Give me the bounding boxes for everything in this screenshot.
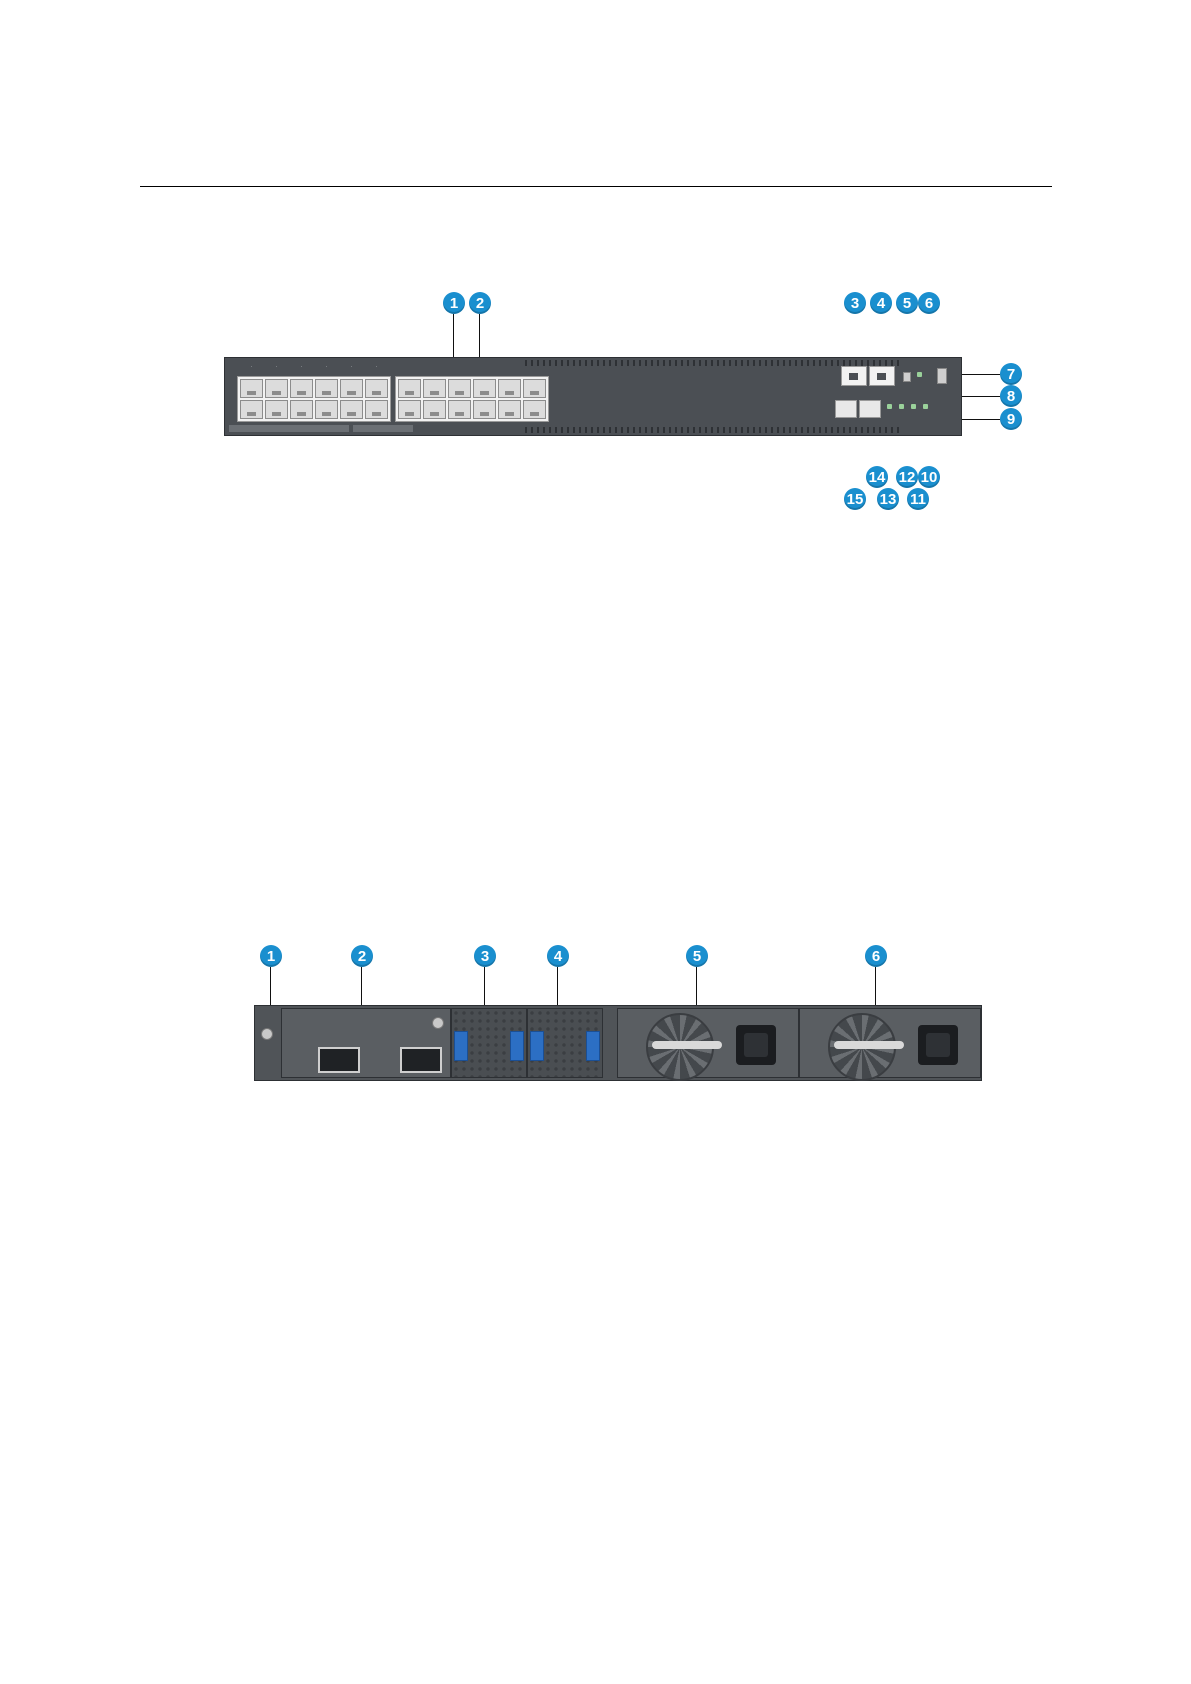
front-bottom-vent (525, 427, 901, 433)
port-led-4 (923, 404, 928, 409)
expansion-card-slot (281, 1008, 451, 1078)
rear-callout-3: 3 (474, 945, 496, 967)
rj45-port (365, 379, 388, 398)
front-callout-4: 4 (870, 292, 892, 314)
card-screw (432, 1017, 444, 1029)
front-callout-7: 7 (1000, 363, 1022, 385)
ac-power-inlet (918, 1025, 958, 1065)
rj45-port-group-2 (395, 376, 549, 422)
front-serial-label (353, 425, 413, 432)
port-number-strip-left: ······ (239, 364, 389, 372)
fan-module-2 (527, 1008, 603, 1078)
usb-port (937, 368, 947, 384)
rj45-port (315, 400, 338, 419)
rear-callout-4: 4 (547, 945, 569, 967)
rj45-port (398, 379, 421, 398)
rear-callout-6: 6 (865, 945, 887, 967)
rj45-port (315, 379, 338, 398)
rear-callout-1: 1 (260, 945, 282, 967)
port-led-1 (887, 404, 892, 409)
qsfp-port-2 (400, 1047, 442, 1073)
grounding-screw (261, 1028, 273, 1040)
rj45-port (473, 400, 496, 419)
front-panel: ······ (224, 357, 962, 436)
rj45-port (340, 400, 363, 419)
rj45-port (290, 400, 313, 419)
rj45-port (340, 379, 363, 398)
front-callout-3: 3 (844, 292, 866, 314)
front-callout-11: 11 (907, 488, 929, 510)
rj45-port (448, 400, 471, 419)
front-callout-13: 13 (877, 488, 899, 510)
rj45-port (365, 400, 388, 419)
rj45-port-group-1 (237, 376, 391, 422)
rear-callout-5: 5 (686, 945, 708, 967)
front-callout-12: 12 (896, 466, 918, 488)
rj45-port (523, 400, 546, 419)
rear-panel (254, 1005, 982, 1081)
rj45-port (398, 400, 421, 419)
rj45-port (498, 379, 521, 398)
power-supply-1 (617, 1008, 799, 1078)
front-callout-6: 6 (918, 292, 940, 314)
management-ethernet-port (869, 366, 895, 386)
port-led-2 (899, 404, 904, 409)
front-callout-9: 9 (1000, 408, 1022, 430)
sfp-port-1 (835, 400, 857, 418)
power-supply-2 (799, 1008, 981, 1078)
rj45-port (473, 379, 496, 398)
rj45-port (290, 379, 313, 398)
fan-module-1 (451, 1008, 527, 1078)
rj45-port (423, 379, 446, 398)
status-led (917, 372, 922, 377)
fan-latch (586, 1031, 600, 1061)
front-callout-10: 10 (918, 466, 940, 488)
sfp-port-2 (859, 400, 881, 418)
rj45-port (523, 379, 546, 398)
rear-callout-2: 2 (351, 945, 373, 967)
rj45-port (265, 379, 288, 398)
front-callout-14: 14 (866, 466, 888, 488)
rj45-port (240, 400, 263, 419)
qsfp-port-1 (318, 1047, 360, 1073)
rj45-port (448, 379, 471, 398)
port-led-3 (911, 404, 916, 409)
rj45-port (423, 400, 446, 419)
rj45-port (265, 400, 288, 419)
rj45-port (240, 379, 263, 398)
ac-power-inlet (736, 1025, 776, 1065)
fan-latch (510, 1031, 524, 1061)
page-header-rule (140, 186, 1052, 187)
front-model-label (229, 425, 349, 432)
console-port (841, 366, 867, 386)
front-callout-5: 5 (896, 292, 918, 314)
psu-handle (834, 1041, 904, 1049)
front-callout-8: 8 (1000, 385, 1022, 407)
fan-latch (454, 1031, 468, 1061)
front-callout-1: 1 (443, 292, 465, 314)
front-callout-2: 2 (469, 292, 491, 314)
rj45-port (498, 400, 521, 419)
front-callout-15: 15 (844, 488, 866, 510)
fan-latch (530, 1031, 544, 1061)
psu-handle (652, 1041, 722, 1049)
reset-button (903, 372, 911, 382)
